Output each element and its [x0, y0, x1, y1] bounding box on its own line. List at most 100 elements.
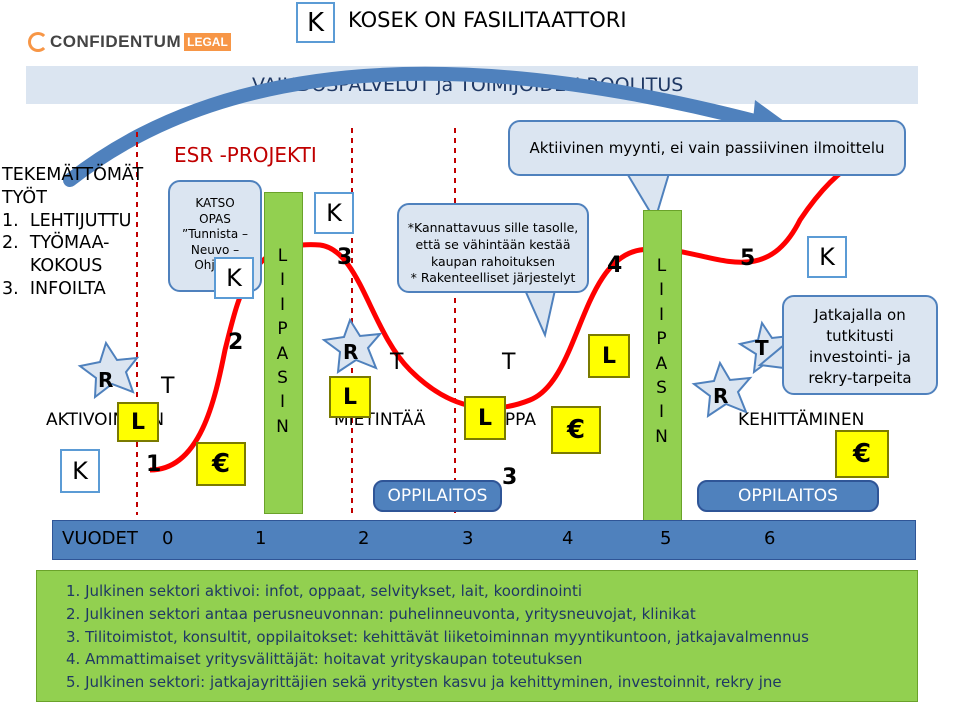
- process-curve: [149, 157, 862, 473]
- liipasin-letter: I: [279, 392, 285, 413]
- star-label-r-right: R: [713, 384, 729, 408]
- liipasin-text-2: L I I P A S I N: [643, 254, 680, 449]
- kannattavuus-line: *Kannattavuus sille tasolle,: [407, 220, 579, 235]
- star-r-right: [691, 360, 753, 419]
- star-label-t-right: T: [755, 336, 769, 360]
- left-list-line: TEKEMÄTTÖMÄT: [2, 165, 144, 185]
- jatkajalla-line: investointi- ja: [809, 348, 911, 366]
- top-title: KOSEK ON FASILITAATTORI: [348, 8, 627, 32]
- left-list-line: TYÖT: [2, 187, 47, 208]
- k-box-stage3: K: [314, 192, 354, 234]
- bottom-list-item: 3. Tilitoimistot, konsultit, oppilaitoks…: [66, 627, 809, 646]
- flow-arrow: [63, 66, 777, 187]
- jatkajalla-line: Jatkajalla on: [814, 306, 906, 324]
- callout-tail-kannattavuus: [523, 289, 557, 339]
- logo: CONFIDENTUM LEGAL: [28, 30, 231, 54]
- oppilaitos-label: OPPILAITOS: [738, 486, 838, 506]
- step-number-1: 1: [146, 452, 162, 477]
- left-list-line: 2. TYÖMAA-: [2, 233, 110, 254]
- star-label-r-mid: R: [343, 340, 359, 364]
- bottom-list-item: 5. Julkinen sektori: jatkajayrittäjien s…: [66, 673, 782, 692]
- k-box-katso: K: [214, 257, 254, 299]
- oppilaitos-pill-2: OPPILAITOS: [697, 480, 879, 512]
- year-3: 3: [462, 528, 474, 549]
- step-number-2: 2: [228, 330, 244, 355]
- left-list-line: 3. INFOILTA: [2, 278, 106, 299]
- role-l-4: L: [588, 334, 630, 378]
- year-2: 2: [358, 528, 370, 549]
- euro-icon: €: [852, 439, 872, 469]
- jatkajalla-callout: Jatkajalla on tutkitusti investointi- ja…: [782, 295, 938, 395]
- liipasin-letter: A: [655, 353, 668, 374]
- jatkajalla-line: tutkitusti: [826, 327, 894, 345]
- myynti-callout: Aktiivinen myynti, ei vain passiivinen i…: [508, 120, 906, 176]
- kannattavuus-line: * Rakenteelliset järjestelyt: [410, 270, 576, 286]
- liipasin-letter: N: [276, 416, 289, 437]
- oppilaitos-pill-1: OPPILAITOS: [373, 480, 502, 512]
- logo-text: CONFIDENTUM: [50, 32, 182, 51]
- k-box-stage5: K: [807, 236, 847, 278]
- liipasin-letter: P: [656, 329, 667, 350]
- bottom-list-item: 4. Ammattimaiset yritysvälittäjät: hoita…: [66, 650, 583, 669]
- step-number-3b: 3: [502, 465, 518, 490]
- kannattavuus-line: että se vähintään kestää: [415, 236, 571, 252]
- liipasin-letter: S: [277, 368, 288, 389]
- step-number-5: 5: [740, 246, 756, 271]
- liipasin-column-1: [264, 192, 303, 514]
- k-box-bottom-left: K: [60, 449, 100, 493]
- euro-box-2: €: [551, 406, 601, 454]
- bottom-list-item: 2. Julkinen sektori antaa perusneuvonnan…: [66, 604, 696, 623]
- liipasin-letter: P: [277, 319, 288, 340]
- liipasin-letter: I: [279, 270, 285, 291]
- left-list-line: 1. LEHTIJUTTU: [2, 210, 132, 231]
- liipasin-text-1: L I I P A S I N: [264, 244, 301, 439]
- euro-box-1: €: [196, 442, 246, 486]
- liipasin-letter: L: [656, 256, 667, 276]
- katso-line: Neuvo –: [190, 242, 240, 257]
- liipasin-letter: I: [658, 304, 664, 325]
- logo-suffix: LEGAL: [184, 33, 231, 51]
- liipasin-letter: A: [276, 343, 289, 364]
- year-6: 6: [764, 528, 776, 549]
- oppilaitos-label: OPPILAITOS: [387, 486, 488, 506]
- stage-kehittaminen: KEHITTÄMINEN: [738, 410, 865, 430]
- liipasin-letter: L: [277, 246, 288, 266]
- liipasin-letter: I: [279, 294, 285, 315]
- katso-line: KATSO: [195, 196, 235, 210]
- bottom-list: 1. Julkinen sektori aktivoi: infot, oppa…: [36, 580, 809, 694]
- left-list-line: KOKOUS: [2, 256, 103, 277]
- logo-icon: [28, 32, 48, 52]
- years-bar: [52, 520, 916, 560]
- year-0: 0: [162, 528, 174, 549]
- years-label: VUODET: [62, 528, 138, 549]
- liipasin-letter: S: [656, 378, 667, 399]
- jatkajalla-line: rekry-tarpeita: [808, 369, 912, 387]
- katso-line: ”Tunnista –: [182, 227, 248, 242]
- role-l-2: L: [329, 376, 371, 418]
- euro-box-3: €: [835, 430, 889, 478]
- star-label-r-left: R: [98, 368, 114, 392]
- euro-icon: €: [566, 415, 586, 445]
- step-number-4: 4: [607, 253, 623, 278]
- katso-line: OPAS: [199, 211, 231, 226]
- role-l-3: L: [464, 396, 506, 440]
- step-number-3: 3: [337, 245, 353, 270]
- kannattavuus-callout: *Kannattavuus sille tasolle, että se väh…: [397, 203, 589, 293]
- role-t-1: T: [161, 374, 175, 399]
- bottom-list-item: 1. Julkinen sektori aktivoi: infot, oppa…: [66, 582, 583, 600]
- euro-icon: €: [211, 449, 231, 479]
- liipasin-letter: I: [658, 280, 664, 301]
- year-1: 1: [255, 528, 267, 549]
- kannattavuus-line: kaupan rahoituksen: [430, 253, 556, 269]
- year-4: 4: [562, 528, 574, 549]
- role-t-3: T: [502, 350, 516, 375]
- left-list: TEKEMÄTTÖMÄT TYÖT 1. LEHTIJUTTU 2. TYÖMA…: [2, 164, 143, 301]
- bottom-panel: [36, 570, 918, 702]
- star-r-left: [77, 340, 140, 400]
- liipasin-letter: I: [658, 402, 664, 423]
- liipasin-letter: N: [655, 426, 668, 447]
- role-l-1: L: [117, 402, 159, 442]
- year-5: 5: [660, 528, 672, 549]
- role-t-2: T: [390, 350, 404, 375]
- k-badge-top: K: [296, 2, 335, 43]
